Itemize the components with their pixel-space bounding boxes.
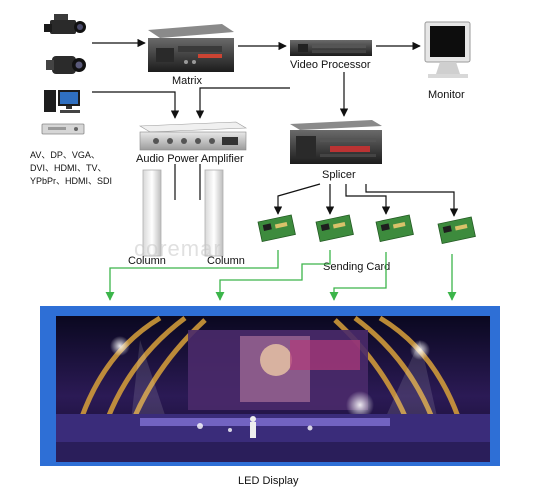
video-camera-icon [44, 14, 86, 34]
green-connectors [105, 250, 457, 301]
sending-card-label: Sending Card [323, 261, 390, 273]
sending-card-icon [257, 214, 476, 245]
inputs-line-3: YPbPr、HDMI、SDI [30, 176, 112, 186]
black-connectors [92, 38, 459, 217]
led-display-label: LED Display [238, 475, 299, 487]
desktop-pc-icon [44, 90, 80, 113]
monitor-icon [424, 21, 471, 78]
splicer-icon [290, 120, 382, 164]
monitor-label: Monitor [428, 89, 465, 101]
column-left-label: Column [128, 255, 166, 267]
handycam-icon [46, 56, 86, 74]
led-stage-image [56, 315, 490, 462]
watermark-text: coremar [134, 236, 222, 261]
matrix-label: Matrix [172, 75, 202, 87]
splicer-label: Splicer [322, 169, 356, 181]
inputs-line-2: DVI、HDMI、TV、 [30, 163, 107, 173]
audio-amplifier-icon [138, 121, 248, 151]
video-processor-icon [290, 40, 372, 56]
inputs-line-1: AV、DP、VGA、 [30, 150, 100, 160]
led-display [40, 306, 500, 466]
audio-amp-label: Audio Power Amplifier [136, 153, 244, 165]
dvd-player-icon [41, 123, 85, 135]
video-processor-label: Video Processor [290, 59, 371, 71]
column-speaker-icon [142, 169, 224, 257]
matrix-switcher-icon [148, 24, 234, 72]
column-right-label: Column [207, 255, 245, 267]
